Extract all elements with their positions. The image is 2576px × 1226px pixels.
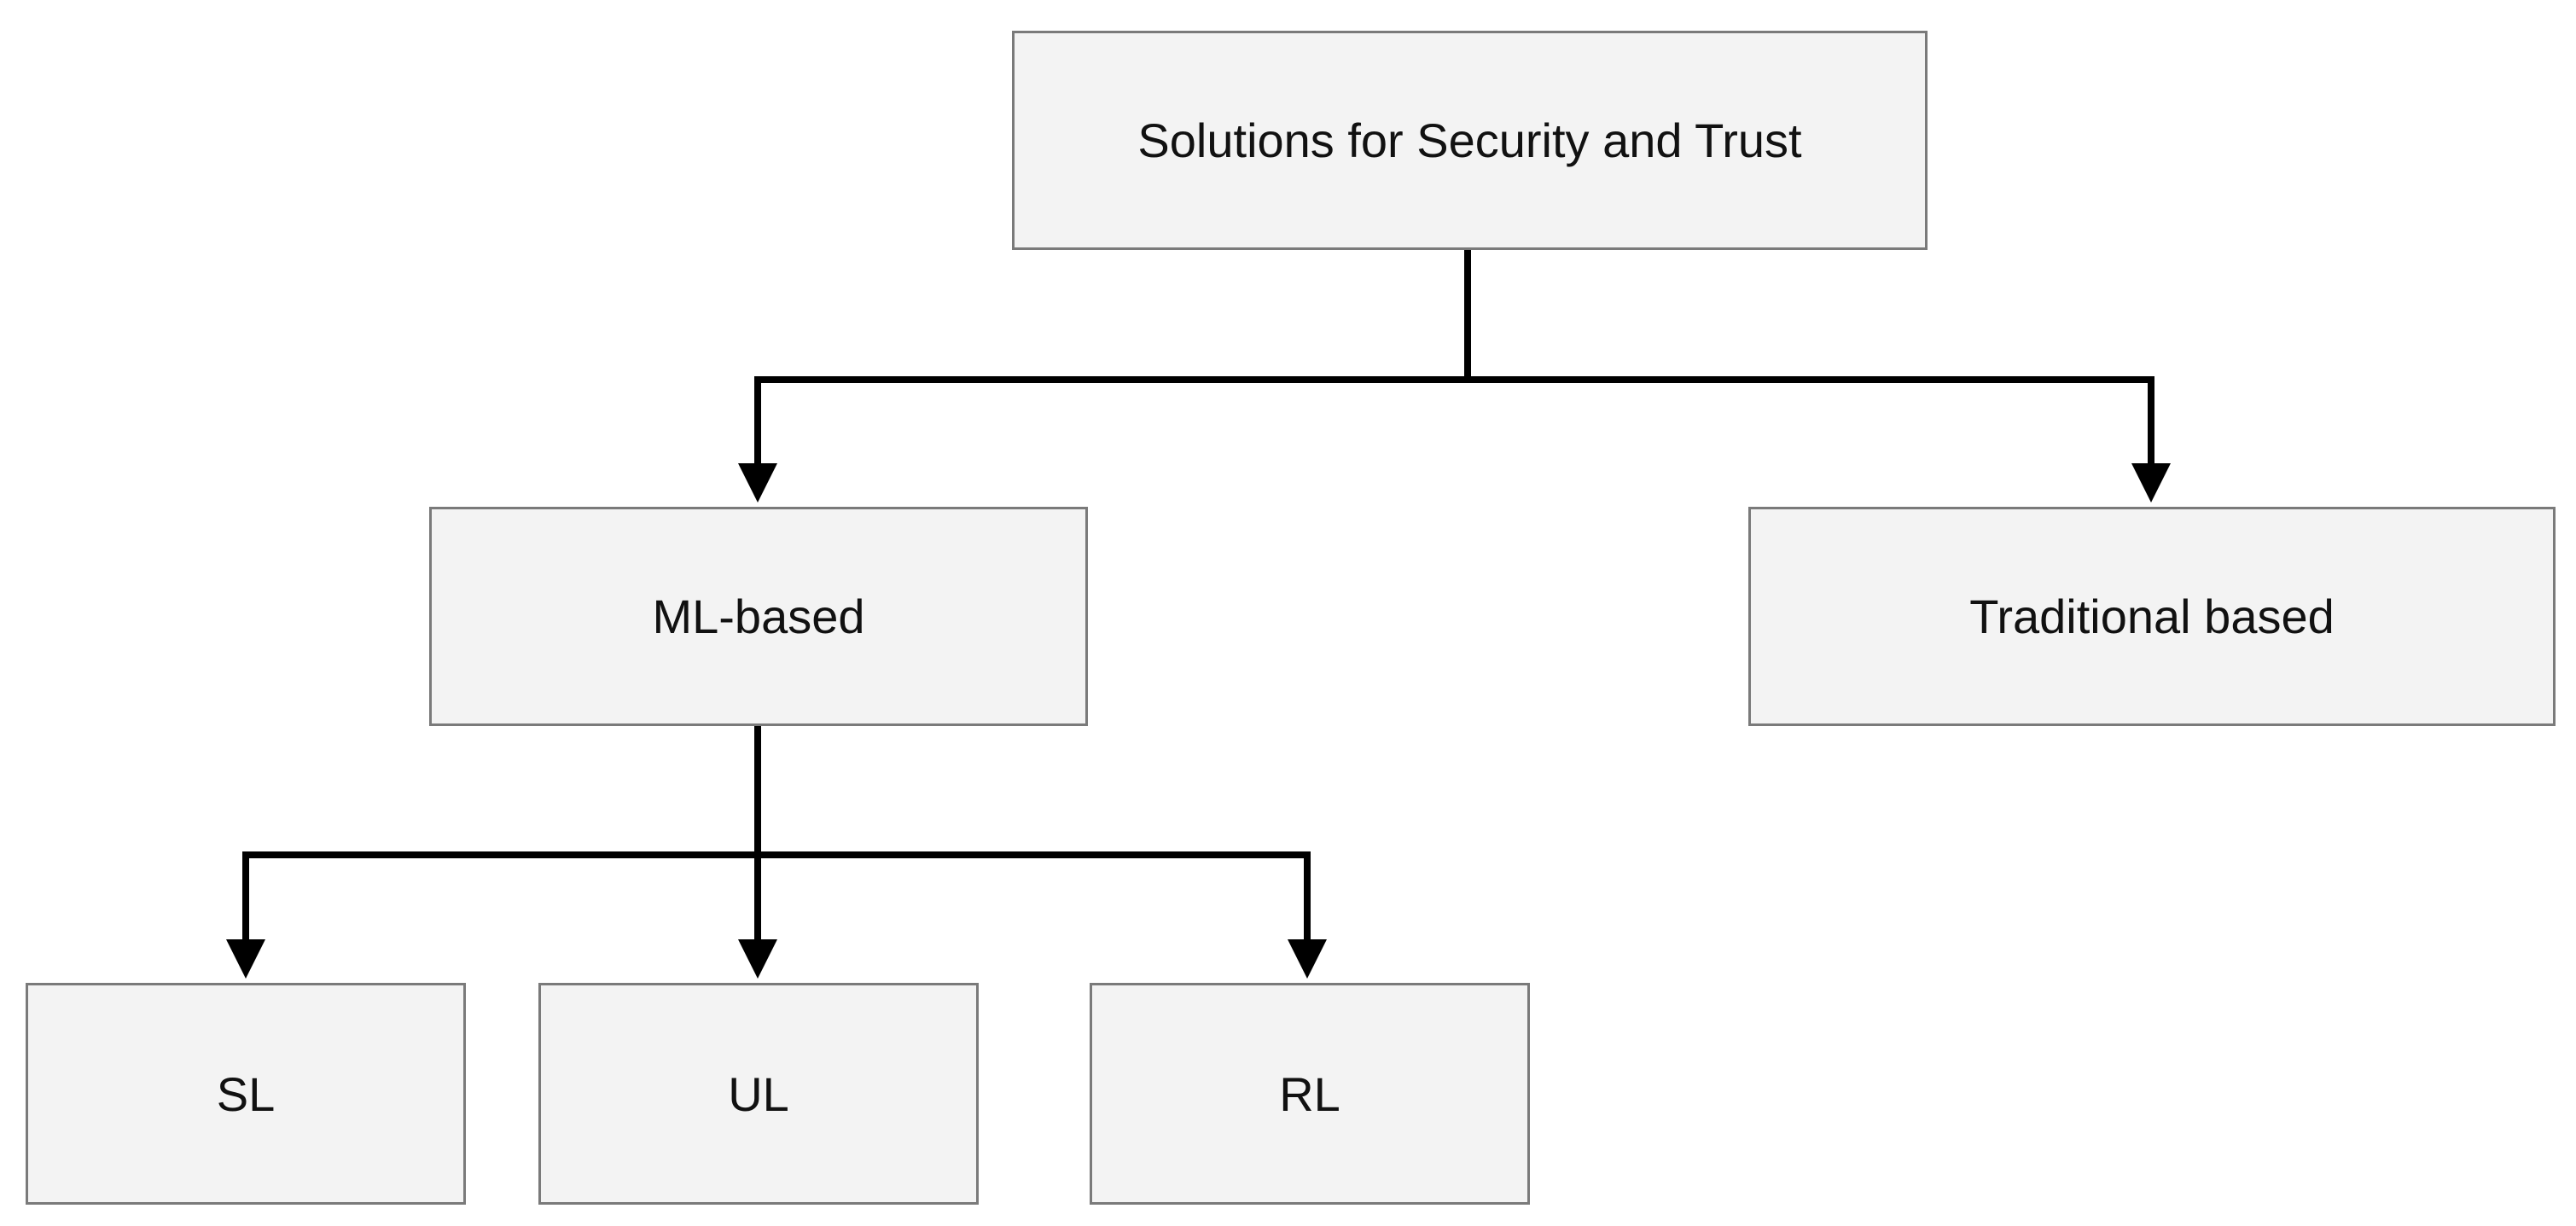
node-ul: UL [538,983,979,1205]
node-label: SL [216,1066,276,1121]
arrowhead-traditional-based [2131,463,2171,503]
arrowhead-ml-based [738,463,777,503]
arrowhead-ul [738,939,777,979]
node-sl: SL [26,983,466,1205]
node-solutions-for-security-and-trust: Solutions for Security and Trust [1012,31,1928,250]
node-label: Solutions for Security and Trust [1137,113,1802,167]
node-rl: RL [1090,983,1530,1205]
node-traditional-based: Traditional based [1748,507,2556,726]
node-label: Traditional based [1969,590,2335,643]
node-label: RL [1279,1066,1340,1121]
node-ml-based: ML-based [429,507,1088,726]
arrowhead-rl [1288,939,1327,979]
arrowhead-sl [226,939,265,979]
node-label: UL [728,1066,789,1121]
node-label: ML-based [652,590,865,643]
